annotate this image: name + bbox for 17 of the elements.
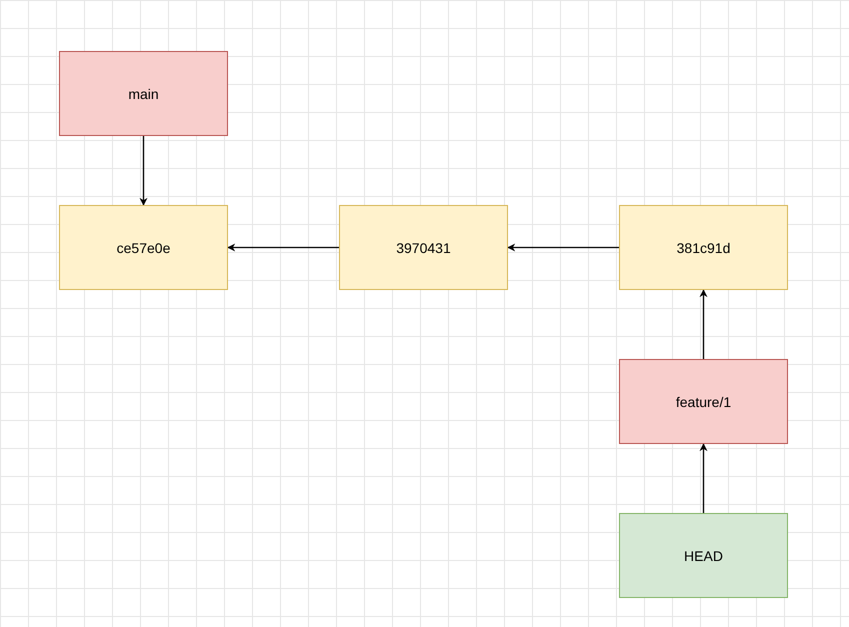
node-label: 3970431 bbox=[396, 240, 451, 256]
arrow bbox=[140, 136, 148, 206]
commit-box bbox=[59, 205, 228, 290]
node-label: main bbox=[128, 86, 159, 102]
node-label: HEAD bbox=[684, 548, 723, 564]
arrow bbox=[700, 443, 708, 513]
arrow bbox=[507, 244, 619, 252]
head-pointer-box bbox=[619, 513, 788, 598]
node-label: feature/1 bbox=[676, 394, 732, 410]
arrow bbox=[700, 289, 708, 359]
commit-box bbox=[339, 205, 508, 290]
branch-box bbox=[619, 359, 788, 444]
commit-box bbox=[619, 205, 788, 290]
node-label: ce57e0e bbox=[116, 240, 170, 256]
node-label: 381c91d bbox=[676, 240, 730, 256]
branch-box bbox=[59, 51, 228, 136]
arrow bbox=[227, 244, 339, 252]
